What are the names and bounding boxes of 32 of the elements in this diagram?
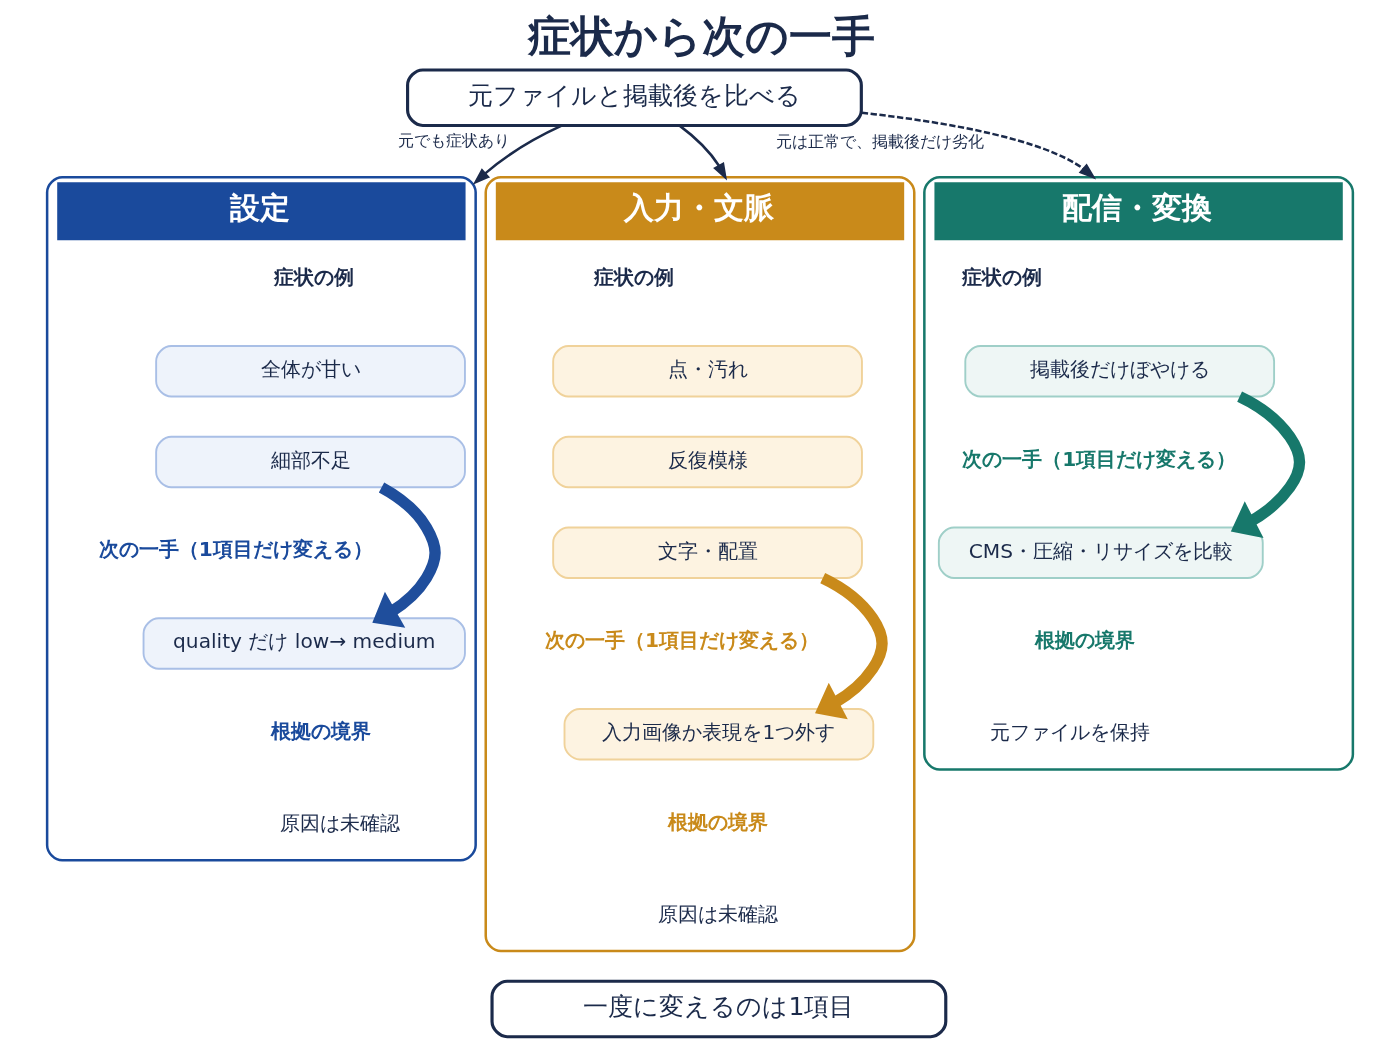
arrow — [861, 111, 1097, 180]
arrow — [472, 124, 563, 185]
node-box: 入力画像か表現を1つ外す — [563, 708, 875, 761]
diagram-title: 症状から次の一手 — [527, 11, 875, 62]
label: 根拠の境界 — [668, 809, 769, 834]
label: 症状の例 — [273, 265, 354, 290]
node-box: CMS・圧縮・リサイズを比較 — [937, 526, 1264, 579]
edge-label: 元は正常で、掲載後だけ劣化 — [775, 131, 984, 151]
node-box: quality だけ low→ medium — [142, 617, 466, 670]
label: 原因は未確認 — [280, 810, 401, 835]
label: 根拠の境界 — [271, 718, 372, 743]
node-box: 細部不足 — [155, 435, 466, 489]
node-box: 全体が甘い — [155, 345, 466, 398]
label: 次の一手（1項目だけ変える） — [962, 446, 1237, 471]
label: 次の一手（1項目だけ変える） — [98, 537, 373, 562]
node-box: 元ファイルと掲載後を比べる — [406, 68, 863, 128]
label: 次の一手（1項目だけ変える） — [544, 628, 819, 652]
node-box: 文字・配置 — [552, 526, 863, 579]
label: 元ファイルを保持 — [989, 720, 1150, 745]
label: 症状の例 — [594, 265, 675, 290]
arrow — [372, 482, 441, 628]
arrow — [1230, 391, 1306, 539]
node-box: 一度に変えるのは1項目 — [490, 979, 948, 1039]
node-box: 反復模様 — [552, 435, 863, 489]
node-box: 掲載後だけぼやける — [964, 345, 1276, 398]
label: 根拠の境界 — [1035, 628, 1136, 652]
arrow — [815, 573, 888, 720]
edge-label: 元でも症状あり — [397, 130, 510, 150]
label: 症状の例 — [962, 265, 1043, 290]
node-box: 点・汚れ — [552, 345, 863, 398]
label: 原因は未確認 — [658, 901, 779, 926]
arrow — [678, 124, 728, 181]
